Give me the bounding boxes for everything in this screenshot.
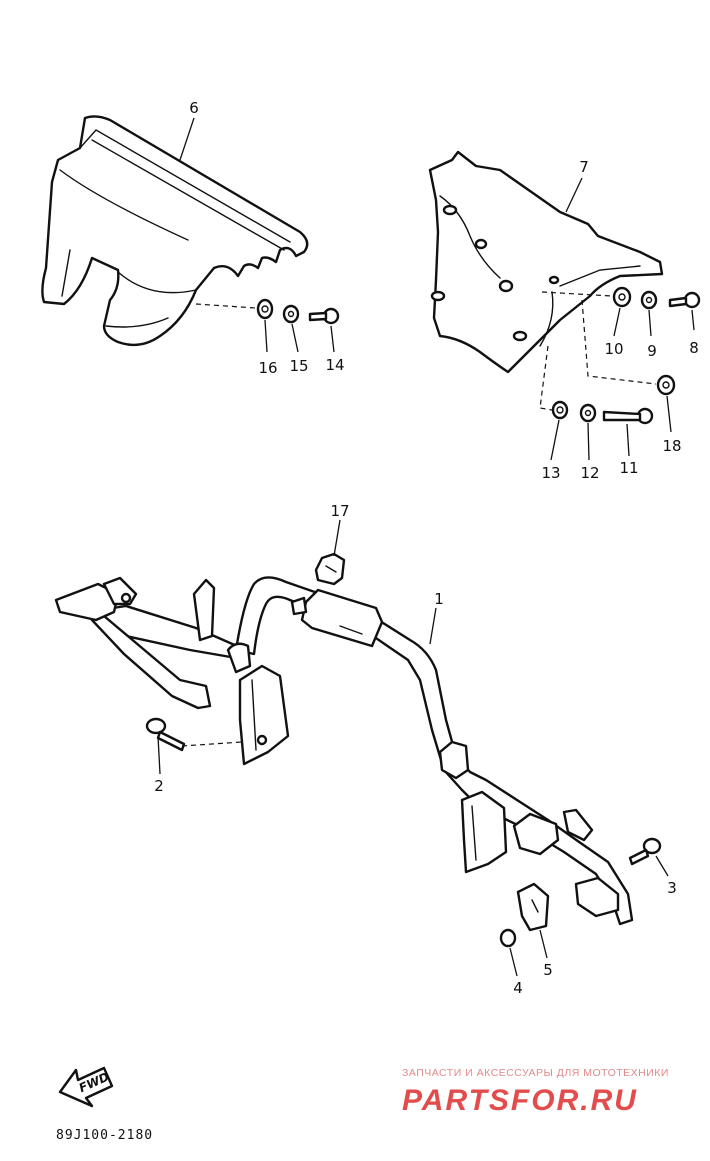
label-part-13: 13: [541, 464, 560, 482]
part-5-clamp[interactable]: [516, 882, 550, 932]
part-18-grommet[interactable]: [656, 374, 676, 396]
label-part-14: 14: [325, 356, 344, 374]
label-part-11: 11: [619, 459, 638, 477]
part-10-washer[interactable]: [612, 286, 632, 308]
label-part-9: 9: [647, 342, 657, 360]
part-7-right-cover[interactable]: [428, 150, 664, 374]
leader-lines: [157, 117, 695, 977]
part-13-grommet[interactable]: [551, 400, 569, 420]
label-part-7: 7: [579, 158, 589, 176]
label-part-6: 6: [189, 99, 199, 117]
part-1-frame-stay[interactable]: [54, 576, 634, 926]
part-11-bolt[interactable]: [602, 407, 654, 425]
part-3-bolt[interactable]: [628, 837, 662, 866]
part-numbers: 6 7 1 17 2 3 4 5 8 9 10 11 12 13 14 15 1…: [154, 99, 699, 997]
part-6-left-cover[interactable]: [41, 115, 309, 347]
label-part-3: 3: [667, 879, 677, 897]
label-part-5: 5: [543, 961, 553, 979]
label-part-10: 10: [604, 340, 623, 358]
label-part-18: 18: [662, 437, 681, 455]
label-part-16: 16: [258, 359, 277, 377]
part-4-nut[interactable]: [499, 928, 517, 948]
assembly-lines: [181, 291, 657, 747]
label-part-4: 4: [513, 979, 523, 997]
label-part-15: 15: [289, 357, 308, 375]
watermark: ЗАПЧАСТИ И АКСЕССУАРЫ ДЛЯ МОТОТЕХНИКИ PA…: [402, 1067, 669, 1117]
part-12-washer[interactable]: [579, 403, 597, 423]
part-14-bolt[interactable]: [308, 307, 340, 325]
label-part-17: 17: [330, 502, 349, 520]
watermark-logo: PARTSFOR.RU: [402, 1084, 638, 1117]
label-part-2: 2: [154, 777, 164, 795]
part-2-bolt[interactable]: [145, 717, 186, 752]
part-17-clip[interactable]: [314, 552, 346, 586]
part-15-washer[interactable]: [282, 304, 300, 324]
fwd-arrow-icon: FWD: [58, 1066, 114, 1108]
part-16-grommet[interactable]: [256, 298, 274, 320]
label-part-8: 8: [689, 339, 699, 357]
diagram-code: 89J100-2180: [56, 1128, 153, 1143]
part-9-washer[interactable]: [640, 290, 658, 310]
label-part-1: 1: [434, 590, 444, 608]
label-part-12: 12: [580, 464, 599, 482]
watermark-tagline: ЗАПЧАСТИ И АКСЕССУАРЫ ДЛЯ МОТОТЕХНИКИ: [402, 1067, 669, 1079]
part-8-bolt[interactable]: [668, 291, 701, 309]
